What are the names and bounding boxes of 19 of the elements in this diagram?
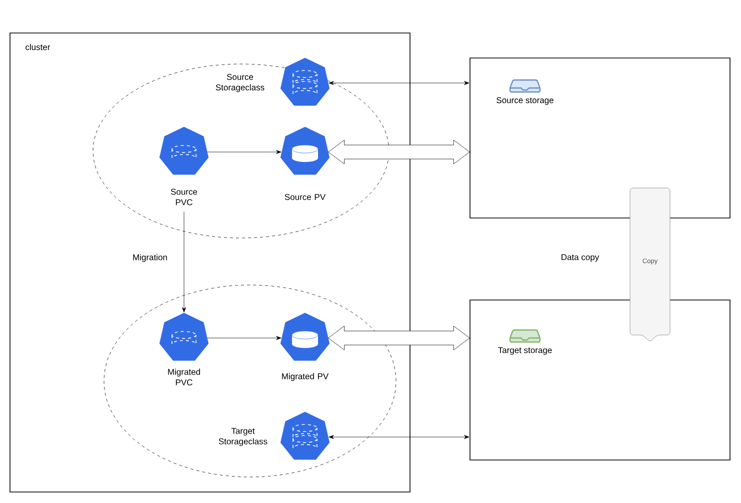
group-ellipse	[92, 64, 390, 238]
block-arrow	[328, 326, 470, 350]
group-ellipse	[104, 284, 396, 478]
arrow	[182, 212, 186, 312]
edge-label: Migration	[132, 253, 168, 263]
arrow	[207, 150, 282, 154]
note-label: Data copy	[562, 254, 600, 262]
icon-label: Source PVC	[170, 188, 198, 206]
storage-box: Target storage	[470, 300, 730, 460]
block-arrow	[328, 140, 470, 164]
arrow	[207, 336, 282, 340]
arrow	[328, 435, 470, 439]
icon-label: Migrated PVC	[168, 368, 200, 386]
arrow	[328, 81, 470, 85]
icon-label: Source Storageclass	[216, 74, 264, 92]
icon-label: Migrated PV	[282, 373, 329, 381]
icon-label: Source PV	[284, 194, 326, 200]
icon-label: Target Storageclass	[218, 428, 268, 446]
storage-box: Source storage	[470, 58, 730, 218]
